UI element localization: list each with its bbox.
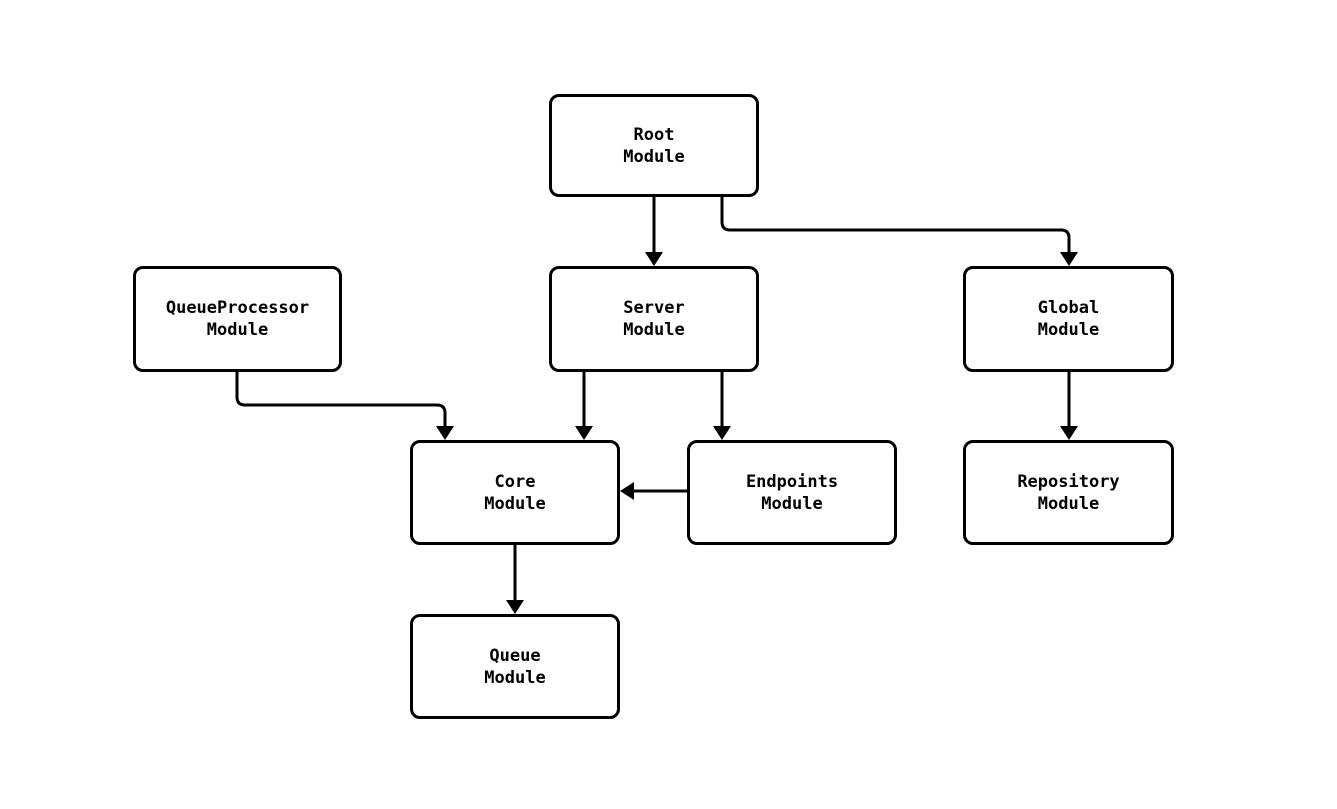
node-repository[interactable]: Repository Module bbox=[963, 440, 1174, 545]
arrowhead-server-to-core bbox=[575, 426, 593, 440]
node-global[interactable]: Global Module bbox=[963, 266, 1174, 372]
node-queueprocessor[interactable]: QueueProcessor Module bbox=[133, 266, 342, 372]
node-queueprocessor-line2: Module bbox=[206, 320, 269, 340]
node-queue-line1: Queue bbox=[489, 645, 541, 666]
arrowhead-queueprocessor-to-core bbox=[436, 426, 454, 440]
arrowhead-server-to-endpoints bbox=[713, 426, 731, 440]
arrowhead-endpoints-to-core bbox=[620, 482, 634, 500]
node-queue-line2: Module bbox=[484, 667, 546, 688]
arrowhead-root-to-server bbox=[645, 252, 663, 266]
node-queue[interactable]: Queue Module bbox=[410, 614, 620, 719]
node-queueprocessor-line1: QueueProcessor bbox=[165, 298, 310, 318]
node-server-line2: Module bbox=[623, 320, 685, 340]
node-core[interactable]: Core Module bbox=[410, 440, 620, 545]
arrowhead-global-to-repository bbox=[1060, 426, 1078, 440]
edge-queueprocessor-to-core bbox=[235, 372, 447, 430]
node-global-line1: Global bbox=[1037, 298, 1100, 318]
node-core-line1: Core bbox=[494, 471, 536, 492]
arrowhead-core-to-queue bbox=[506, 600, 524, 614]
node-server[interactable]: Server Module bbox=[549, 266, 759, 372]
node-global-line2: Module bbox=[1037, 320, 1100, 340]
node-server-line1: Server bbox=[623, 298, 685, 318]
node-repository-line1: Repository bbox=[1017, 471, 1120, 492]
node-root-line1: Root bbox=[633, 124, 675, 145]
node-endpoints-line1: Endpoints bbox=[745, 471, 839, 492]
node-endpoints[interactable]: Endpoints Module bbox=[687, 440, 897, 545]
node-endpoints-line2: Module bbox=[761, 493, 823, 514]
node-root[interactable]: Root Module bbox=[549, 94, 759, 197]
node-repository-line2: Module bbox=[1037, 493, 1100, 514]
arrowhead-root-to-global bbox=[1060, 252, 1078, 266]
node-core-line2: Module bbox=[484, 493, 546, 514]
node-root-line2: Module bbox=[623, 146, 685, 167]
edge-root-to-global bbox=[720, 197, 1071, 256]
